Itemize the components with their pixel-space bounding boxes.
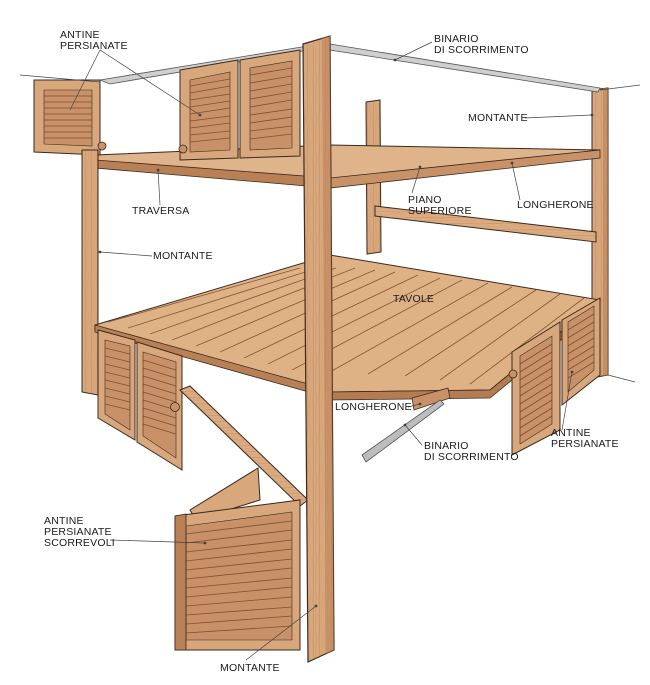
leader-traversa	[157, 169, 161, 206]
label-line: ANTINE	[44, 515, 84, 527]
leader-piano	[411, 166, 421, 194]
upper-shutter-left	[179, 59, 239, 161]
leader-longherone-right	[511, 162, 521, 201]
label-antine-persianate-top: ANTINE PERSIANATE	[60, 30, 128, 52]
right-lower-shutters	[508, 297, 601, 456]
leader-antine-right	[561, 371, 573, 431]
leader-binario-bottom	[404, 424, 423, 446]
label-longherone-center: LONGHERONE	[335, 401, 412, 413]
label-line: SUPERIORE	[408, 205, 472, 217]
label-line: ANTINE	[551, 427, 591, 439]
left-hanging-shutter	[33, 79, 107, 156]
leader-binario-top	[394, 41, 433, 61]
upper-shutter-right	[178, 49, 301, 159]
label-line: SCORREVOLI	[44, 537, 115, 549]
leader-antine-top	[99, 49, 201, 116]
label-tavole: TAVOLE	[393, 293, 435, 305]
label-line: BINARIO	[434, 33, 479, 45]
label-line: BINARIO	[424, 440, 469, 452]
leader-montante-right	[524, 114, 593, 119]
label-montante-bottom: MONTANTE	[220, 662, 280, 674]
label-longherone-right: LONGHERONE	[517, 199, 594, 211]
left-lower-shutters	[97, 329, 183, 471]
label-binario-top: BINARIO DI SCORRIMENTO	[434, 34, 529, 56]
label-antine-scorrevoli: ANTINE PERSIANATE SCORREVOLI	[44, 516, 115, 549]
label-line: PERSIANATE	[44, 526, 112, 538]
label-line: DI SCORRIMENTO	[434, 44, 529, 56]
label-line: PIANO	[408, 194, 442, 206]
label-line: PERSIANATE	[551, 438, 619, 450]
label-binario-bottom: BINARIO DI SCORRIMENTO	[424, 441, 519, 463]
label-traversa: TRAVERSA	[132, 205, 190, 217]
sliding-shutters	[174, 467, 301, 651]
edge-line-left	[19, 74, 101, 83]
leader-montante-left	[99, 251, 153, 257]
label-line: PERSIANATE	[60, 40, 128, 52]
label-montante-left: MONTANTE	[153, 250, 213, 262]
edge-line-right	[599, 84, 641, 91]
front-main-post	[302, 35, 335, 663]
back-longherone	[374, 205, 597, 243]
label-montante-right: MONTANTE	[468, 112, 528, 124]
leader-longherone-center	[407, 403, 421, 408]
edge-line-right-low	[607, 374, 636, 383]
label-antine-persianate-right: ANTINE PERSIANATE	[551, 428, 619, 450]
label-line: DI SCORRIMENTO	[424, 451, 519, 463]
leader-antine-top-2	[69, 49, 101, 111]
label-piano-superiore: PIANO SUPERIORE	[408, 195, 472, 217]
label-line: ANTINE	[60, 29, 100, 41]
leader-montante-bottom	[245, 605, 317, 661]
leader-scorrevoli	[109, 539, 206, 544]
